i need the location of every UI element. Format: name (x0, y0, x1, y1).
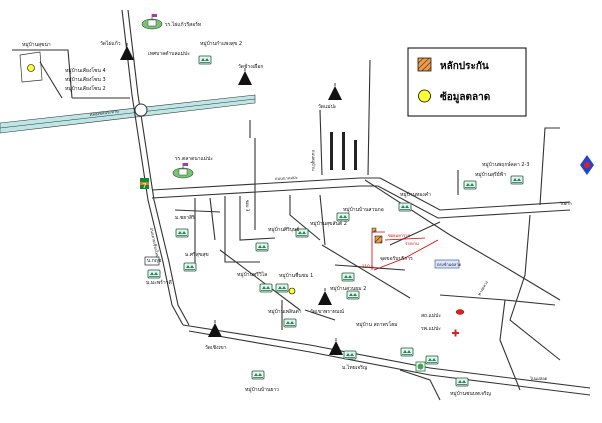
seven-eleven-icon: 7 (140, 178, 149, 190)
buildings (330, 132, 357, 170)
label-v-right-1: หมู่บ้านพฤกษ์ลดา 2-3 (482, 161, 530, 168)
legend: หลักประกัน ซ้อมูลตลาด (407, 47, 527, 117)
label-v-right-2: หมู่บ้านสุรีย์ฟ้า (475, 171, 506, 178)
market-sign (434, 259, 460, 269)
label-v-bottom-1: ม.ไทยเจริญ (342, 364, 367, 371)
svg-text:7: 7 (142, 182, 146, 190)
label-v-kiang-3: หมู่บ้านเคียงโซน 3 (65, 76, 106, 83)
temple-icon-lower (328, 337, 344, 356)
map-labels: รร.ไผ่แก้วรีสอร์ท วัดไผ่แก้ว เทศบาลตำบลแ… (22, 21, 572, 397)
label-red-2: รายงาน (405, 241, 419, 246)
label-hosp-1: สถ.แม่ปะ (421, 313, 441, 319)
school-icon-top (141, 13, 163, 30)
label-v-center-4: หมู่บ้านศิริบุษย์ (268, 226, 299, 233)
label-road-east: ทางหลวง (477, 280, 489, 297)
label-hosp-2: รพ.แม่ปะ (421, 326, 441, 332)
canal-label: คลองชลประทาน (90, 108, 120, 117)
label-red-4: ตรงข้ามตลาด (437, 262, 462, 267)
label-road-top: ถนนนาแม่ปะ (275, 175, 298, 181)
label-temple-khao: วัดเขาพราหมณ์ (310, 308, 344, 315)
label-v-center-2: หมู่บ้านบ้านสวนกอ (343, 206, 384, 213)
label-market-office: จุดขอรับบริการ (380, 255, 413, 262)
temple-icon-mid (327, 82, 343, 101)
emblem-icon (580, 155, 594, 175)
legend-hatch-swatch (417, 57, 432, 72)
legend-item-2: ซ้อมูลตลาด (440, 91, 490, 104)
label-v-center-1: หมู่บ้านทองคำ (400, 191, 431, 198)
label-road-mid: ถนนสายเชียงใหม่ (149, 227, 160, 258)
label-red-3: 110 ม. (362, 264, 375, 269)
label-village-left-top: หมู่บ้านสุขนา (22, 41, 51, 48)
hospital-icon (452, 309, 465, 337)
label-temple-bottom: วัดเชิงเขา (205, 344, 227, 351)
school-icons (141, 13, 194, 179)
roads (12, 9, 591, 401)
bus-stop-icon (144, 256, 160, 266)
label-v-bottom-2: หมู่บ้านบ้านยาว (245, 386, 279, 393)
label-gov-office: เทศบาลตำบลแม่ปะ (148, 51, 190, 57)
guarantee-markers (371, 227, 383, 244)
label-school-mid: รร.ตลาดนาแม่ปะ (175, 156, 213, 162)
label-v-ploenta: หมู่บ้านเพลินตา (268, 308, 302, 315)
park-icon (415, 361, 426, 372)
legend-item-1: หลักประกัน (440, 60, 489, 72)
label-v-chayasiri: ม.ชยาสิริ (175, 214, 195, 221)
label-village-top-right: หมู่บ้านกำแพงสุข 2 (200, 40, 242, 47)
temple-icon-right (237, 67, 253, 86)
district-outline (19, 51, 43, 83)
label-v-ban-w: บ.กฤช (147, 258, 162, 264)
label-road-bottom-right: ไปแม่สอด (529, 376, 548, 381)
label-v-suanyom: หมู่บ้านสวนยม 2 (330, 285, 366, 292)
label-temple-top: วัดไผ่แก้ว (100, 40, 121, 47)
label-v-chuenchom: หมู่บ้านชื่นชม 1 (279, 272, 313, 279)
label-school-top: รร.ไผ่แก้วรีสอร์ท (165, 21, 201, 28)
junction-marker (134, 103, 148, 117)
label-red-1: ซอยมหาราช (388, 233, 410, 238)
label-road-v2: ซอย 3 (245, 200, 250, 212)
legend-dot-swatch (418, 89, 431, 103)
market-dots (27, 64, 296, 295)
canal: คลองชลประทาน (0, 94, 256, 134)
label-v-sriwilai: หมู่บ้านศรีวิไล (237, 271, 267, 278)
label-road-v1: ถนนหมู่บ้าน (310, 150, 316, 171)
temple-icon-bottom (207, 319, 223, 338)
label-temple-mid: วัดแม่ปะ (318, 104, 337, 110)
label-v-center-3: หมู่บ้านสุขสันต์ 2 (310, 220, 347, 227)
label-v-maphraw: ม.มะพร้าวดี (146, 279, 172, 286)
label-v-saensuk: ม.ศรีสุขสุข (185, 251, 209, 258)
label-v-kiang-2: หมู่บ้านเคียงโซน 2 (65, 85, 106, 92)
label-v-sathaphon: หมู่บ้าน สถาพรโฮม (356, 321, 397, 328)
label-road-r: ไปตาก (559, 201, 572, 206)
school-icon-mid (172, 162, 194, 179)
label-v-kiang-4: หมู่บ้านเคียงโซน 4 (65, 67, 106, 74)
label-temple-right: วัดช้างเผือก (238, 63, 263, 70)
label-v-bottom-right: หมู่บ้านชนบทเจริญ (450, 390, 491, 397)
